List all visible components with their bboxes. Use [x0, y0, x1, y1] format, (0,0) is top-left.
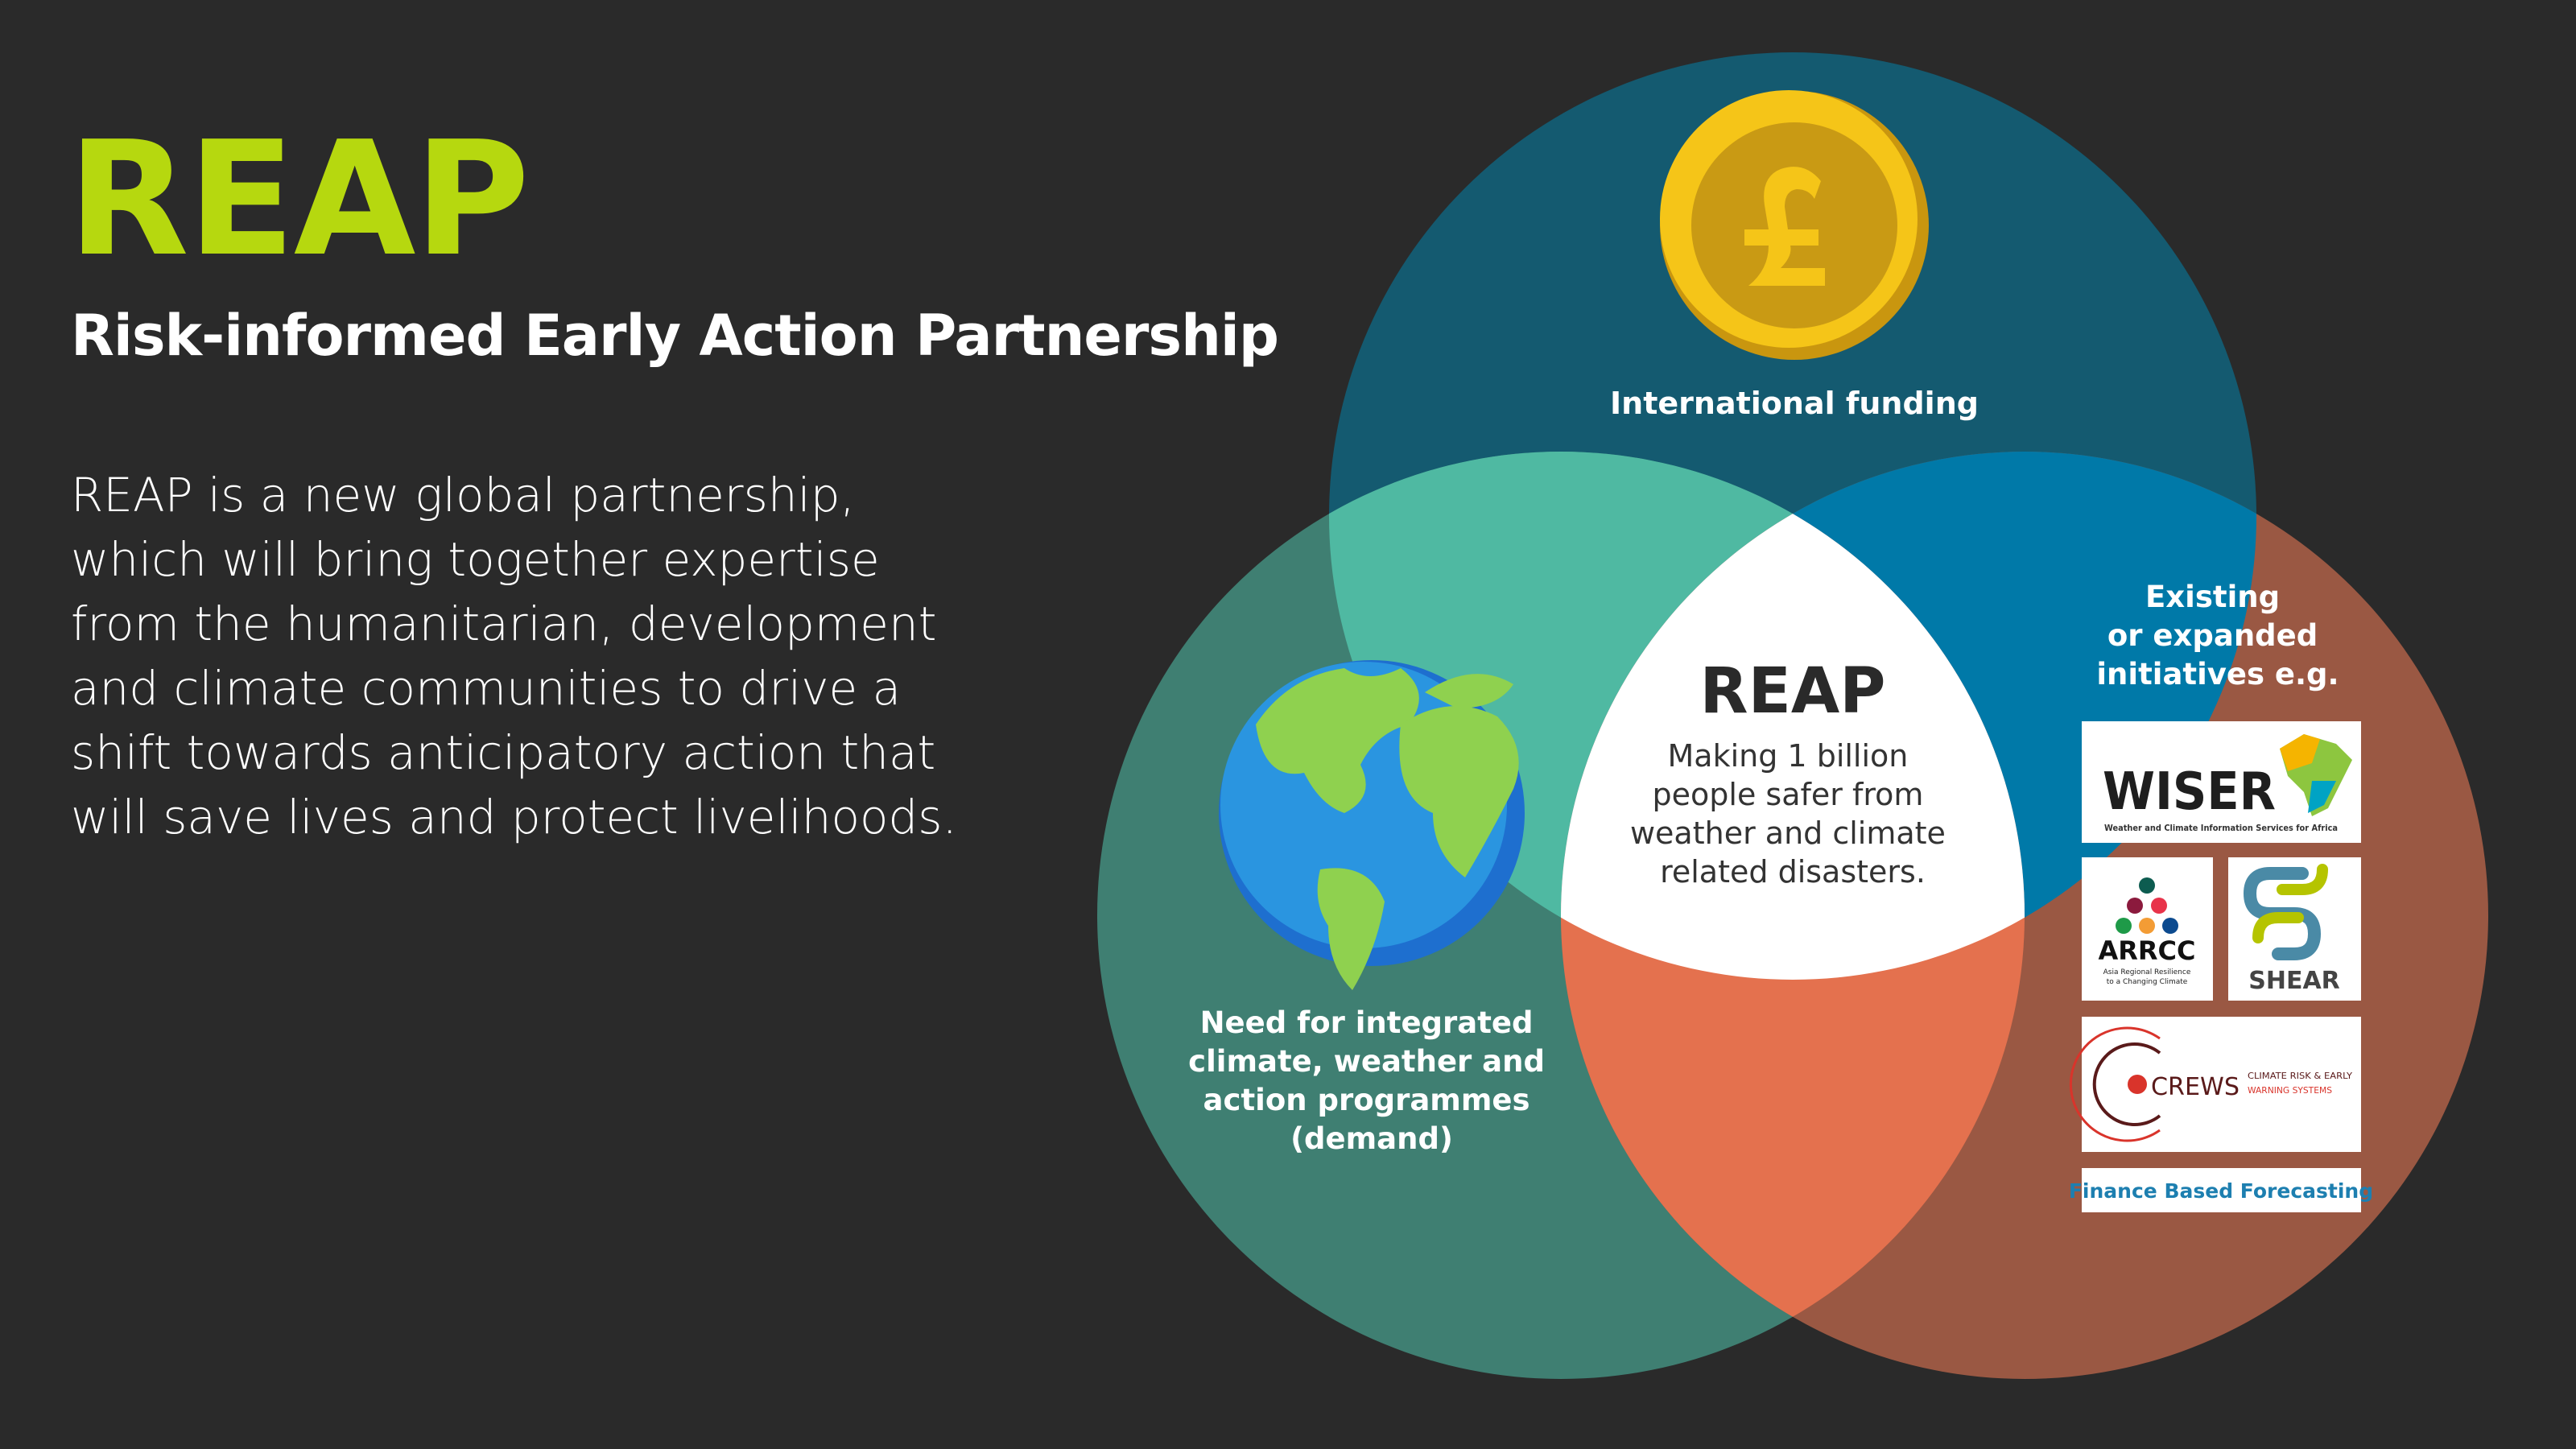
arrcc-logo: ARRCC Asia Regional Resilience to a Chan…	[2082, 857, 2213, 1001]
pound-coin-icon	[1660, 90, 1929, 360]
svg-text:ARRCC: ARRCC	[2098, 935, 2195, 966]
globe-icon	[1219, 660, 1525, 990]
intro-line: which will bring together expertise	[71, 532, 880, 587]
reap-center-overlap	[1561, 452, 2025, 980]
initiatives-label: Existing or expanded initiatives e.g.	[2096, 580, 2339, 691]
intro-line: REAP is a new global partnership,	[71, 468, 855, 522]
svg-text:CREWS: CREWS	[2151, 1073, 2240, 1101]
funding-label: International funding	[1610, 386, 1979, 421]
svg-text:WARNING SYSTEMS: WARNING SYSTEMS	[2248, 1085, 2332, 1096]
svg-text:Finance Based Forecasting: Finance Based Forecasting	[2069, 1179, 2373, 1203]
intro-paragraph: REAP is a new global partnership, which …	[71, 463, 1037, 849]
finance-based-forecasting-logo: Finance Based Forecasting	[2069, 1168, 2373, 1212]
intro-line: from the humanitarian, development	[71, 597, 937, 651]
intro-line: and climate communities to drive a	[71, 661, 902, 716]
svg-text:to a Changing Climate: to a Changing Climate	[2107, 978, 2188, 986]
intro-line: shift towards anticipatory action that	[71, 725, 936, 780]
reap-center-title: REAP	[1700, 655, 1886, 728]
crews-logo: CREWS CLIMATE RISK & EARLY WARNING SYSTE…	[2069, 1017, 2361, 1152]
reap-center-description: Making 1 billion people safer from weath…	[1630, 738, 1955, 890]
page-subtitle: Risk-informed Early Action Partnership	[71, 303, 1279, 369]
svg-text:CLIMATE RISK & EARLY: CLIMATE RISK & EARLY	[2248, 1071, 2352, 1081]
svg-text:Asia Regional Resilience: Asia Regional Resilience	[2103, 968, 2191, 976]
intro-line: will save lives and protect livelihoods.	[71, 790, 957, 844]
page-title: REAP	[68, 108, 530, 291]
svg-text:WISER: WISER	[2103, 762, 2276, 822]
wiser-logo: WISER Weather and Climate Information Se…	[2082, 721, 2361, 843]
svg-text:SHEAR: SHEAR	[2248, 967, 2340, 995]
shear-logo: SHEAR	[2228, 857, 2361, 1001]
demand-label: Need for integrated climate, weather and…	[1188, 1005, 1555, 1156]
svg-text:Weather and Climate Informatio: Weather and Climate Information Services…	[2104, 823, 2338, 833]
